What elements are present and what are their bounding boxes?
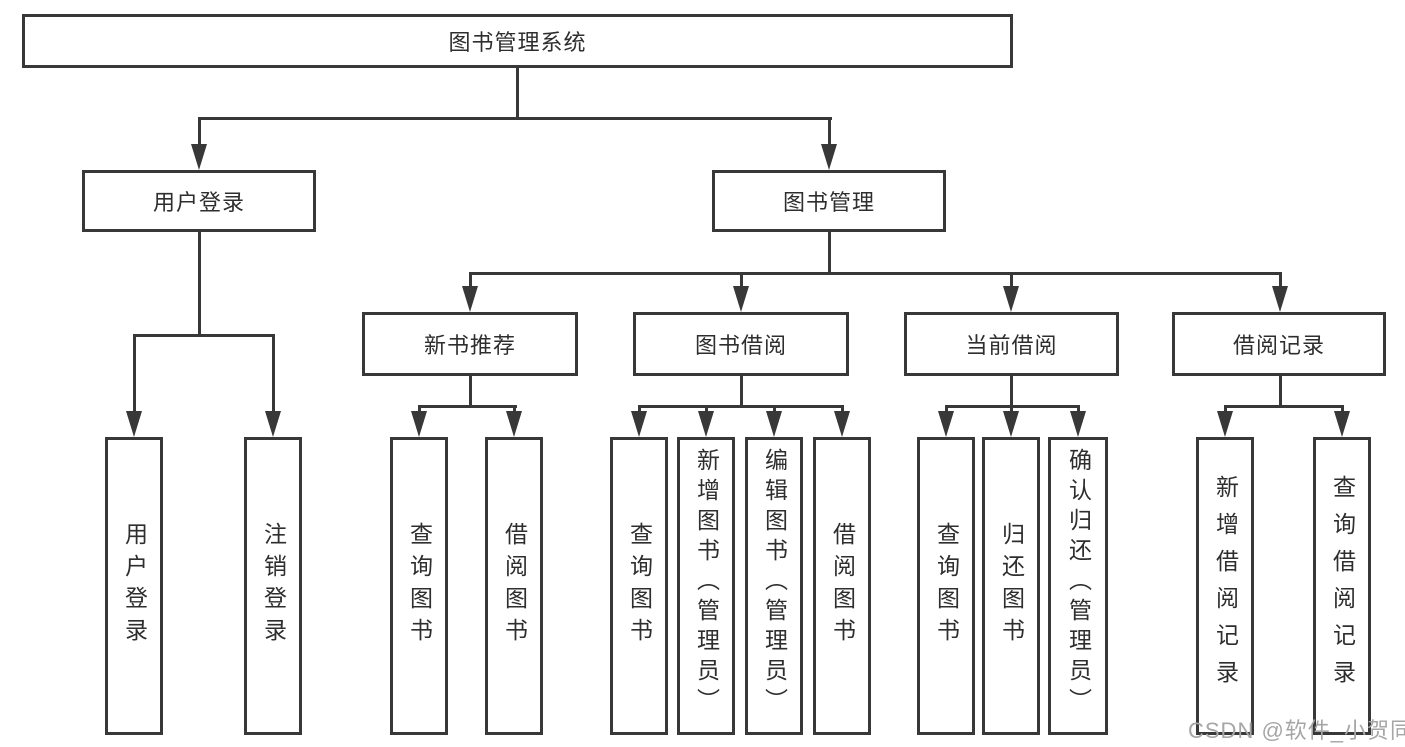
- connector-drop: [1077, 405, 1080, 414]
- connector-drop: [513, 405, 516, 414]
- connector-drop: [1279, 272, 1282, 289]
- arrowhead-down-icon: [265, 411, 281, 437]
- connector-stem: [1279, 375, 1282, 408]
- node-label: 用户登录: [152, 190, 245, 215]
- node-book-borrow: 图书借阅: [633, 312, 849, 376]
- leaf-user-login: 用户登录: [105, 437, 163, 735]
- connector-drop: [133, 334, 136, 414]
- connector-root-stem: [516, 67, 519, 119]
- node-root: 图书管理系统: [22, 14, 1013, 68]
- node-book-management: 图书管理: [712, 170, 946, 232]
- leaf-borrow-books-2: 借阅图书: [813, 437, 871, 735]
- connector-drop: [740, 272, 743, 289]
- leaf-edit-books-admin: 编辑图书（管理员）: [745, 437, 803, 735]
- csdn-watermark: CSDN @软件_小贺同学: [1188, 718, 1405, 743]
- connector-stem: [1010, 375, 1013, 408]
- leaf-label: 注销登录: [260, 522, 287, 650]
- connector-drop: [841, 405, 844, 414]
- leaf-label: 确认归还（管理员）: [1065, 448, 1092, 718]
- arrowhead-down-icon: [938, 411, 954, 437]
- arrowhead-down-icon: [462, 286, 478, 312]
- node-label: 借阅记录: [1232, 333, 1325, 358]
- connector-level2-rail: [198, 117, 832, 120]
- leaf-label: 新增图书（管理员）: [693, 448, 720, 718]
- leaf-label: 新增借阅记录: [1212, 475, 1239, 697]
- arrowhead-down-icon: [698, 411, 714, 437]
- node-user-login: 用户登录: [82, 170, 316, 232]
- arrowhead-down-icon: [1272, 286, 1288, 312]
- leaf-add-borrow-record: 新增借阅记录: [1196, 437, 1254, 735]
- connector-drop: [1010, 272, 1013, 289]
- arrowhead-down-icon: [766, 411, 782, 437]
- connector-drop: [272, 334, 275, 414]
- connector-drop: [945, 405, 948, 414]
- node-label: 新书推荐: [423, 333, 516, 358]
- arrowhead-down-icon: [191, 144, 207, 170]
- leaf-add-books-admin: 新增图书（管理员）: [677, 437, 735, 735]
- leaf-label: 借阅图书: [501, 522, 528, 650]
- connector-rail: [638, 405, 844, 408]
- arrowhead-down-icon: [126, 411, 142, 437]
- arrowhead-down-icon: [1070, 411, 1086, 437]
- connector-stem: [469, 375, 472, 408]
- connector-drop: [1224, 405, 1227, 414]
- leaf-query-books-1: 查询图书: [390, 437, 448, 735]
- connector-book-mgmt-stem: [828, 231, 831, 275]
- arrowhead-down-icon: [1217, 411, 1233, 437]
- node-current-borrow: 当前借阅: [904, 312, 1119, 376]
- connector-rail: [418, 405, 517, 408]
- arrowhead-down-icon: [733, 286, 749, 312]
- leaf-label: 查询借阅记录: [1329, 475, 1356, 697]
- arrowhead-down-icon: [411, 411, 427, 437]
- leaf-label: 查询图书: [933, 522, 960, 650]
- leaf-borrow-books-1: 借阅图书: [485, 437, 543, 735]
- node-label: 当前借阅: [965, 333, 1058, 358]
- connector-drop: [773, 405, 776, 414]
- connector-user-login-rail: [133, 334, 275, 337]
- arrowhead-down-icon: [821, 144, 837, 170]
- node-label: 图书借阅: [694, 333, 787, 358]
- connector-stem: [740, 375, 743, 408]
- leaf-query-borrow-record: 查询借阅记录: [1313, 437, 1371, 735]
- arrowhead-down-icon: [631, 411, 647, 437]
- leaf-query-books-2: 查询图书: [610, 437, 668, 735]
- connector-drop: [418, 405, 421, 414]
- node-root-label: 图书管理系统: [448, 30, 587, 55]
- leaf-logout: 注销登录: [244, 437, 302, 735]
- node-label: 图书管理: [782, 190, 875, 215]
- connector-drop: [1010, 405, 1013, 414]
- leaf-label: 编辑图书（管理员）: [761, 448, 788, 718]
- arrowhead-down-icon: [1334, 411, 1350, 437]
- leaf-return-books: 归还图书: [982, 437, 1040, 735]
- connector-book-mgmt-drop: [828, 117, 831, 147]
- connector-user-login-stem: [198, 231, 201, 335]
- node-new-book-recommend: 新书推荐: [362, 312, 578, 376]
- leaf-label: 查询图书: [406, 522, 433, 650]
- connector-rail: [1224, 405, 1344, 408]
- leaf-label: 归还图书: [998, 522, 1025, 650]
- connector-user-login-drop: [198, 117, 201, 147]
- connector-drop: [705, 405, 708, 414]
- connector-drop: [638, 405, 641, 414]
- leaf-label: 查询图书: [626, 522, 653, 650]
- arrowhead-down-icon: [834, 411, 850, 437]
- arrowhead-down-icon: [1003, 411, 1019, 437]
- leaf-label: 借阅图书: [829, 522, 856, 650]
- arrowhead-down-icon: [1003, 286, 1019, 312]
- leaf-query-books-3: 查询图书: [917, 437, 975, 735]
- connector-drop: [469, 272, 472, 289]
- leaf-confirm-return-admin: 确认归还（管理员）: [1048, 437, 1108, 735]
- connector-drop: [1341, 405, 1344, 414]
- leaf-label: 用户登录: [121, 522, 148, 650]
- connector-level3-rail: [469, 272, 1282, 275]
- node-borrow-records: 借阅记录: [1172, 312, 1386, 376]
- arrowhead-down-icon: [506, 411, 522, 437]
